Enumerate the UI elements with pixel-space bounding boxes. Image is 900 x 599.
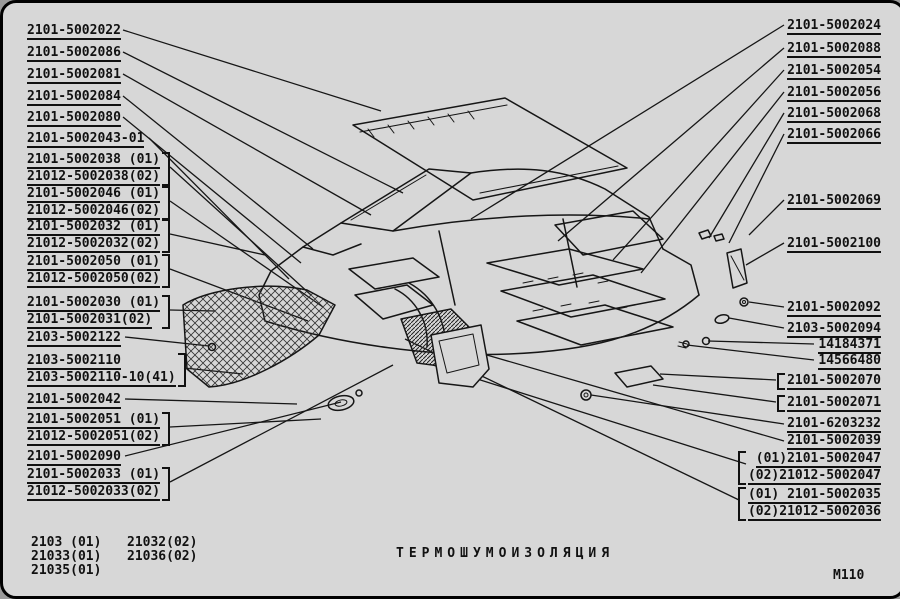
part-label: 2101-5002081: [27, 67, 121, 84]
part-number: 21012-5002038(02): [27, 169, 161, 186]
part-label-variant-group: 2101-5002032 (01) 21012-5002032(02): [27, 219, 171, 253]
roof-insulation-panel: [352, 97, 628, 201]
part-number: 2101-5002039: [787, 433, 881, 450]
part-label-variant-group: (01)2101-5002047 (02)21012-5002047: [737, 451, 881, 485]
part-number: 2101-5002088: [787, 41, 881, 58]
part-label: 2103-5002122: [27, 330, 121, 347]
part-number: (02)21012-5002036: [747, 504, 881, 521]
part-number: (01)2101-5002047: [755, 451, 881, 468]
part-number: 2101-5002030 (01): [27, 295, 161, 312]
model-applicability-list: 2103 (01) 21032(02) 21033(01) 21036(02) 21…: [31, 536, 197, 578]
model-code: 21033(01): [31, 549, 102, 564]
part-label: 2101-5002071: [777, 395, 881, 412]
model-code: 21032(02): [127, 535, 198, 550]
part-number: 21012-5002033(02): [27, 484, 161, 501]
insulation-diagram: [122, 24, 815, 501]
part-label: 2101-5002086: [27, 45, 121, 62]
part-label: 2101-5002042: [27, 392, 121, 409]
page-title: ТЕРМОШУМОИЗОЛЯЦИЯ: [396, 546, 615, 561]
part-number: 2101-5002070: [787, 373, 881, 390]
part-label: 14566480: [818, 353, 881, 370]
part-number: 21012-5002050(02): [27, 271, 161, 288]
model-row: 2103 (01) 21032(02): [31, 536, 197, 550]
leader-lines: [122, 24, 815, 501]
part-number: 2101-5002042: [27, 392, 121, 409]
part-label-variant-group: 2101-5002038 (01) 21012-5002038(02): [27, 152, 171, 186]
part-label: 2101-5002054: [787, 63, 881, 80]
model-row: 21035(01): [31, 564, 197, 578]
part-label-variant-group: 2101-5002033 (01) 21012-5002033(02): [27, 467, 171, 501]
part-number: 2101-5002038 (01): [27, 152, 161, 169]
part-number: 21012-5002032(02): [27, 236, 161, 253]
part-number: 2101-6203232: [787, 416, 881, 433]
part-number: (01) 2101-5002035: [747, 487, 881, 504]
part-label: 14184371: [818, 337, 881, 354]
part-number: 2101-5002032 (01): [27, 219, 161, 236]
part-number: 2101-5002024: [787, 18, 881, 35]
part-label-variant-group: 2103-5002110 2103-5002110-10(41): [27, 353, 186, 387]
part-label: 2101-5002092: [787, 300, 881, 317]
part-number: 2103-5002094: [787, 321, 881, 338]
part-number: 14566480: [818, 353, 881, 370]
part-number: 14184371: [818, 337, 881, 354]
part-number: 2101-5002056: [787, 85, 881, 102]
part-label-variant-group: 2101-5002046 (01) 21012-5002046(02): [27, 186, 171, 220]
part-label: 2101-5002070: [777, 373, 881, 390]
part-label: 2101-5002100: [787, 236, 881, 253]
part-number: 2101-5002071: [787, 395, 881, 412]
part-label-variant-group: 2101-5002051 (01) 21012-5002051(02): [27, 412, 171, 446]
part-number: 2101-5002033 (01): [27, 467, 161, 484]
part-number: 2101-5002080: [27, 110, 121, 127]
part-number: 2101-5002054: [787, 63, 881, 80]
part-number: 2103-5002110-10(41): [27, 370, 176, 387]
part-number: 2101-5002051 (01): [27, 412, 161, 429]
part-label: 2101-5002022: [27, 23, 121, 40]
part-label: 2101-5002084: [27, 89, 121, 106]
model-code: 21036(02): [127, 549, 198, 564]
part-label: 2101-5002090: [27, 449, 121, 466]
part-label: 2101-5002024: [787, 18, 881, 35]
part-label-variant-group: 2101-5002050 (01) 21012-5002050(02): [27, 254, 171, 288]
floor-insulation-mats: [182, 210, 674, 388]
part-label: 2101-5002066: [787, 127, 881, 144]
part-number: 2101-5002081: [27, 67, 121, 84]
part-label: 2101-5002039: [787, 433, 881, 450]
part-number: 2101-5002086: [27, 45, 121, 62]
page-code: М110: [833, 568, 865, 583]
part-number: 2101-5002031(02): [27, 312, 153, 329]
part-label: 2101-5002088: [787, 41, 881, 58]
part-number: 2101-5002069: [787, 193, 881, 210]
part-label: 2103-5002094: [787, 321, 881, 338]
part-number: 2101-5002050 (01): [27, 254, 161, 271]
part-number: 21012-5002046(02): [27, 203, 161, 220]
part-label: 2101-5002043-01: [27, 131, 145, 148]
part-number: (02)21012-5002047: [747, 468, 881, 485]
part-label: 2101-5002080: [27, 110, 121, 127]
part-number: 2103-5002110: [27, 353, 121, 370]
model-code: 21035(01): [31, 563, 102, 578]
part-number: 2101-5002043-01: [27, 131, 145, 148]
part-label: 2101-5002068: [787, 106, 881, 123]
part-number: 2101-5002090: [27, 449, 121, 466]
part-number: 2101-5002092: [787, 300, 881, 317]
part-number: 2101-5002046 (01): [27, 186, 161, 203]
part-number: 2101-5002100: [787, 236, 881, 253]
part-number: 2101-5002066: [787, 127, 881, 144]
fastener-parts: [327, 229, 749, 412]
part-label: 2101-5002056: [787, 85, 881, 102]
part-number: 2101-5002084: [27, 89, 121, 106]
part-label-variant-group: (01) 2101-5002035 (02)21012-5002036: [737, 487, 881, 521]
part-label: 2101-5002069: [787, 193, 881, 210]
part-number: 21012-5002051(02): [27, 429, 161, 446]
part-number: 2101-5002068: [787, 106, 881, 123]
model-row: 21033(01) 21036(02): [31, 550, 197, 564]
part-label-variant-group: 2101-5002030 (01) 2101-5002031(02): [27, 295, 171, 329]
part-label: 2101-6203232: [787, 416, 881, 433]
part-number: 2101-5002022: [27, 23, 121, 40]
part-number: 2103-5002122: [27, 330, 121, 347]
model-code: 2103 (01): [31, 535, 102, 550]
